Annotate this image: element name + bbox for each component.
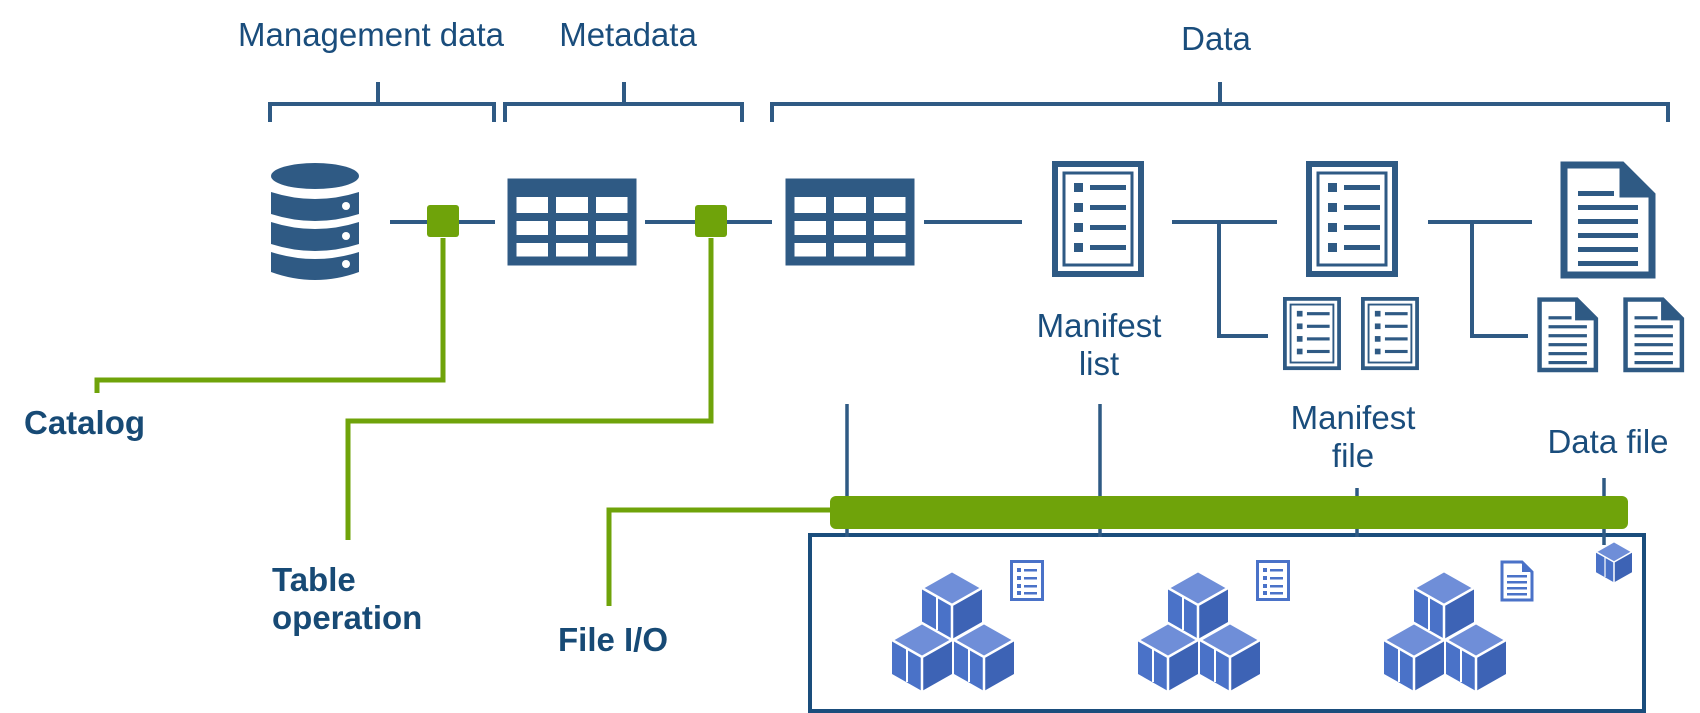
list-small-icon <box>1256 560 1290 601</box>
table-grid-icon <box>512 183 632 261</box>
layer-catalog: Catalog <box>24 404 146 441</box>
label-manifest-list-line1: Manifest <box>1036 307 1162 344</box>
label-manifest-file: Manifest file <box>1291 399 1416 475</box>
brace-management-data <box>268 82 496 122</box>
list-small-icon <box>1010 560 1044 601</box>
manifest-list-icon <box>1055 164 1141 274</box>
data-file-icon <box>1564 165 1652 275</box>
label-manifest-file-line2: file <box>1331 436 1375 474</box>
label-manifest-list-line2: list <box>1078 344 1120 382</box>
label-manifest-list: Manifest list <box>1037 307 1162 383</box>
label-manifest-file-line1: Manifest <box>1290 399 1416 436</box>
chain-lines <box>390 220 1532 338</box>
storage-box-drops <box>845 532 1606 545</box>
data-file-small-icon <box>1626 300 1682 370</box>
table-operation-connector-node <box>695 205 727 237</box>
header-data: Data <box>1181 20 1251 57</box>
layer-table-operation: Table operation <box>272 561 422 637</box>
brace-metadata <box>503 82 744 122</box>
layer-table-operation-line2: operation <box>272 598 423 636</box>
data-file-small-icon <box>1540 300 1596 370</box>
doc-small-icon <box>1500 560 1534 602</box>
catalog-connector-node <box>427 205 459 237</box>
brace-data <box>770 82 1670 122</box>
header-management-data: Management data <box>237 16 505 53</box>
manifest-file-small-icon <box>1361 297 1419 371</box>
manifest-file-icon <box>1309 164 1395 274</box>
label-data-file: Data file <box>1547 423 1669 460</box>
database-icon <box>271 163 359 280</box>
manifest-file-small-icon <box>1283 297 1341 371</box>
header-metadata: Metadata <box>559 16 697 53</box>
table-grid-icon <box>790 183 910 261</box>
file-io-bar <box>830 496 1628 529</box>
layer-connectors <box>94 238 835 606</box>
layer-file-io: File I/O <box>558 621 669 658</box>
layer-table-operation-line1: Table <box>272 561 356 598</box>
